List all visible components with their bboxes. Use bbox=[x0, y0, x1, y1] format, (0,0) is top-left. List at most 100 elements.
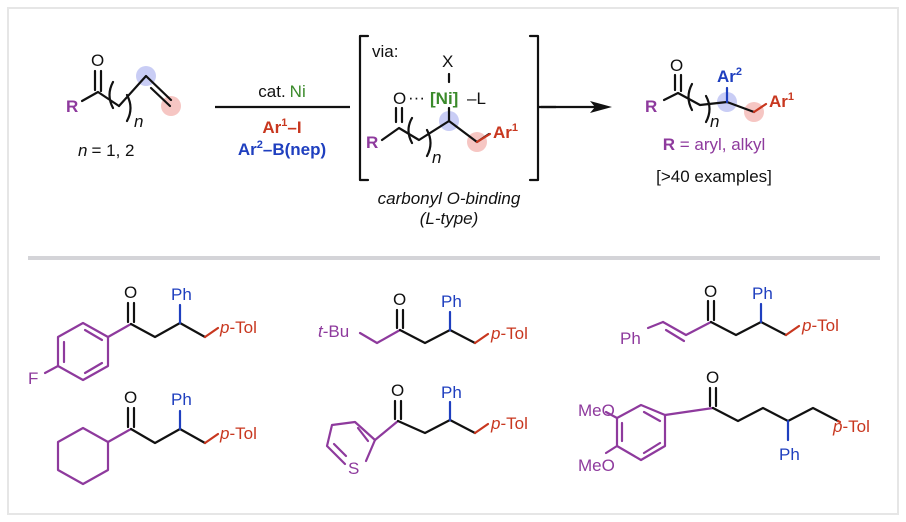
tolyl-bond bbox=[203, 326, 220, 339]
product-bond-ar1 bbox=[752, 102, 768, 114]
nickel-center: [Ni] bbox=[430, 89, 458, 108]
arrow-head-icon bbox=[590, 101, 612, 113]
ph-label: Ph bbox=[171, 285, 192, 304]
bond-carbonyl bbox=[93, 69, 103, 93]
product-structure: O R n Ar2 Ar1 R = aryl, alkyl [>40 examp… bbox=[645, 56, 794, 186]
ph-label: Ph bbox=[441, 292, 462, 311]
reaction-arrow bbox=[541, 101, 612, 113]
intermediate-carbonyl bbox=[394, 106, 404, 124]
aryl-carbonyl-bond bbox=[663, 406, 715, 417]
ring-double-bonds bbox=[62, 328, 104, 375]
product-parentheses bbox=[687, 82, 711, 124]
tbu-label: t-Bu bbox=[318, 322, 349, 341]
product-oxygen: O bbox=[670, 56, 683, 75]
chain-bonds bbox=[709, 320, 788, 337]
n-subscript: n bbox=[134, 112, 143, 131]
example-neopentyl: O Ph p-Tol t-Bu bbox=[318, 290, 528, 345]
thiophene-double-bonds bbox=[332, 426, 370, 458]
methoxy-label-2: MeO bbox=[578, 456, 615, 475]
bond-chain bbox=[80, 90, 121, 108]
methoxy-bonds bbox=[604, 410, 619, 455]
bond-to-ar1 bbox=[475, 132, 492, 144]
ptol-label: p-Tol bbox=[832, 417, 870, 436]
section-divider bbox=[28, 256, 880, 260]
carbonyl-double bbox=[393, 399, 403, 421]
tolyl-bond bbox=[473, 422, 490, 435]
styryl-ph-label: Ph bbox=[620, 329, 641, 348]
intermediate-structure: via: X O ··· [Ni] –L R n Ar1 carbonyl O-… bbox=[358, 34, 556, 228]
ptol-label: p-Tol bbox=[219, 318, 257, 337]
intermediate-r-group: R bbox=[366, 133, 378, 152]
o-ni-interaction: ··· bbox=[408, 88, 425, 107]
carbonyl-o: O bbox=[393, 290, 406, 309]
ph-label: Ph bbox=[441, 383, 462, 402]
intermediate-parentheses bbox=[407, 116, 432, 158]
intermediate-caption-1: carbonyl O-binding bbox=[378, 189, 521, 208]
thiophene-c-s bbox=[364, 438, 377, 463]
carbonyl-o: O bbox=[124, 283, 137, 302]
chain-bonds bbox=[398, 328, 477, 345]
aryl-iodide-reagent: Ar1–I bbox=[262, 117, 301, 137]
chain-bonds bbox=[711, 406, 840, 423]
tolyl-bond bbox=[784, 324, 801, 337]
product-carbonyl bbox=[673, 73, 683, 93]
chain-bonds bbox=[129, 321, 207, 339]
fluoro-bond bbox=[43, 364, 60, 375]
carbonyl-double bbox=[126, 301, 136, 324]
bond-alkene-double bbox=[149, 86, 172, 108]
example-thienyl: O Ph p-Tol S bbox=[325, 381, 528, 478]
intermediate-n: n bbox=[432, 148, 441, 167]
ph-label: Ph bbox=[171, 390, 192, 409]
ptol-label: p-Tol bbox=[490, 324, 528, 343]
carbonyl-double bbox=[706, 299, 716, 322]
neopentyl-bonds bbox=[358, 328, 402, 345]
vinyl-double bbox=[664, 328, 686, 343]
ph-label: Ph bbox=[779, 445, 800, 464]
example-dimethoxyphenyl: O Ph p-Tol MeO MeO bbox=[578, 368, 870, 475]
ptol-label: p-Tol bbox=[801, 316, 839, 335]
tolyl-bond bbox=[203, 432, 220, 445]
thiophene-ring bbox=[325, 420, 377, 466]
intermediate-ar1: Ar1 bbox=[493, 122, 518, 142]
vinyl-bonds bbox=[661, 320, 713, 337]
substrate-structure: O R n n= 1, 2 bbox=[66, 51, 181, 160]
intermediate-oxygen: O bbox=[393, 89, 406, 108]
ptol-label: p-Tol bbox=[490, 414, 528, 433]
via-label: via: bbox=[372, 42, 398, 61]
cyclohexyl-ring bbox=[56, 426, 110, 486]
tolyl-bond bbox=[473, 332, 490, 345]
bracket-left bbox=[358, 34, 370, 182]
r-group-label: R bbox=[66, 97, 78, 116]
sulfur-label: S bbox=[348, 459, 359, 478]
n-values-label: n= 1, 2 bbox=[78, 141, 134, 160]
ph-label: Ph bbox=[752, 284, 773, 303]
product-ar1: Ar1 bbox=[769, 91, 794, 111]
bond-parentheses bbox=[108, 80, 132, 123]
fluoro-label: F bbox=[28, 369, 38, 388]
aryl-carbonyl-bond bbox=[106, 322, 133, 339]
example-4-fluorophenyl: O Ph p-Tol F bbox=[28, 283, 257, 388]
product-n: n bbox=[710, 112, 719, 131]
product-chain bbox=[662, 91, 756, 114]
aryl-boron-reagent: Ar2–B(nep) bbox=[238, 139, 326, 159]
ptol-label: p-Tol bbox=[219, 424, 257, 443]
phenyl-vinyl-bond bbox=[646, 320, 665, 330]
chain-bonds bbox=[129, 427, 207, 445]
carbonyl-double bbox=[126, 406, 136, 429]
reaction-conditions: cat.Ni Ar1–I Ar2–B(nep) bbox=[215, 82, 350, 159]
l-ligand: –L bbox=[467, 89, 486, 108]
carbonyl-o: O bbox=[124, 388, 137, 407]
carbonyl-o: O bbox=[706, 368, 719, 387]
product-ar2: Ar2 bbox=[717, 66, 742, 86]
x-ligand: X bbox=[442, 52, 453, 71]
intermediate-caption-2: (L-type) bbox=[420, 209, 479, 228]
catalyst-label: cat.Ni bbox=[258, 82, 305, 101]
ring-double-bonds bbox=[620, 410, 662, 455]
example-styryl: O Ph p-Tol Ph bbox=[620, 282, 839, 348]
carbonyl-double bbox=[395, 308, 405, 330]
example-cyclohexyl: O Ph p-Tol bbox=[56, 388, 257, 486]
chain-bonds bbox=[396, 418, 477, 435]
tolyl-bond bbox=[836, 419, 842, 424]
carbonyl-oxygen: O bbox=[91, 51, 104, 70]
